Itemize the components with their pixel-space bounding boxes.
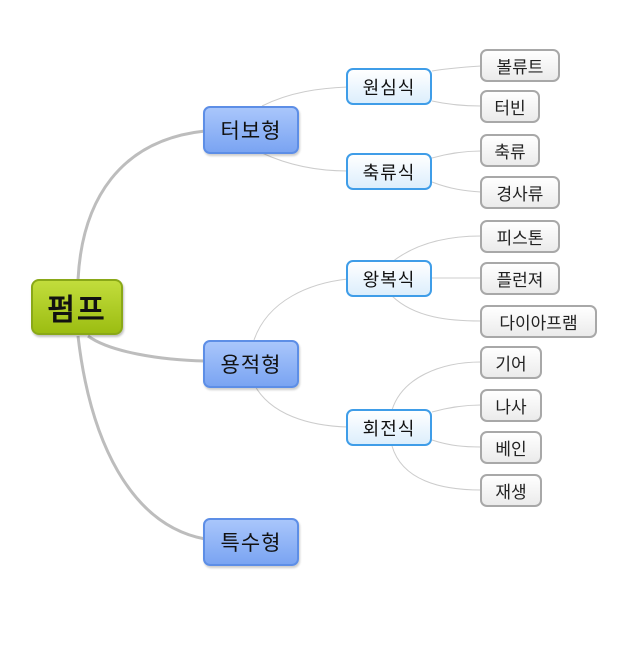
subtype-node-axial[interactable]: 축류식 (346, 153, 432, 190)
type-node-label: 용적형 (220, 353, 282, 377)
item-node-vane[interactable]: 베인 (480, 431, 542, 464)
root-node-label: 펌프 (47, 293, 107, 328)
item-node-label: 기어 (495, 355, 527, 375)
item-node-label: 다이아프램 (499, 314, 578, 334)
item-node-label: 베인 (495, 440, 527, 460)
subtype-node-centrifugal[interactable]: 원심식 (346, 68, 432, 105)
item-node-label: 볼류트 (496, 58, 544, 78)
item-node-regenerative[interactable]: 재생 (480, 474, 542, 507)
item-node-label: 축류 (494, 143, 526, 163)
item-node-piston[interactable]: 피스톤 (480, 220, 560, 253)
type-node-label: 터보형 (220, 119, 282, 143)
type-node-turbo[interactable]: 터보형 (203, 106, 299, 154)
subtype-node-rotary[interactable]: 회전식 (346, 409, 432, 446)
item-node-gear[interactable]: 기어 (480, 346, 542, 379)
link-positive-reciprocating (253, 278, 349, 341)
link-item-regenerative (391, 445, 482, 491)
item-node-screw[interactable]: 나사 (480, 389, 542, 422)
item-node-volute[interactable]: 볼류트 (480, 49, 560, 82)
link-root-positive (87, 334, 206, 363)
link-item-diaphragm (391, 295, 482, 322)
subtype-node-label: 원심식 (362, 77, 416, 99)
link-item-axial (431, 150, 482, 159)
item-node-diaphragm[interactable]: 다이아프램 (480, 305, 597, 338)
item-node-label: 플런져 (496, 271, 544, 291)
item-node-label: 나사 (495, 398, 527, 418)
subtype-node-label: 왕복식 (362, 269, 416, 291)
type-node-special[interactable]: 특수형 (203, 518, 299, 566)
item-node-label: 경사류 (496, 185, 544, 205)
subtype-node-label: 회전식 (362, 418, 416, 440)
item-node-label: 재생 (495, 483, 527, 503)
link-item-piston (391, 235, 482, 263)
item-node-turbine[interactable]: 터빈 (480, 90, 540, 123)
item-node-axial-flow[interactable]: 축류 (480, 134, 540, 167)
item-node-label: 터빈 (494, 99, 526, 119)
link-item-vane (431, 439, 482, 448)
link-turbo-centrifugal (261, 86, 349, 107)
subtype-node-label: 축류식 (362, 162, 416, 184)
type-node-label: 특수형 (220, 531, 282, 555)
link-positive-rotary (253, 383, 349, 428)
link-root-turbo (76, 129, 206, 281)
link-item-screw (431, 404, 482, 413)
link-item-turbine (431, 100, 482, 107)
link-turbo-axial (261, 152, 349, 172)
type-node-positive-displacement[interactable]: 용적형 (203, 340, 299, 388)
item-node-mixed-flow[interactable]: 경사류 (480, 176, 560, 209)
link-item-volute (431, 65, 482, 72)
root-node-pump[interactable]: 펌프 (31, 279, 123, 335)
link-item-gear (391, 361, 482, 411)
subtype-node-reciprocating[interactable]: 왕복식 (346, 260, 432, 297)
link-item-mixed (431, 181, 482, 193)
item-node-label: 피스톤 (496, 229, 544, 249)
link-root-special (76, 335, 206, 541)
item-node-plunger[interactable]: 플런져 (480, 262, 560, 295)
